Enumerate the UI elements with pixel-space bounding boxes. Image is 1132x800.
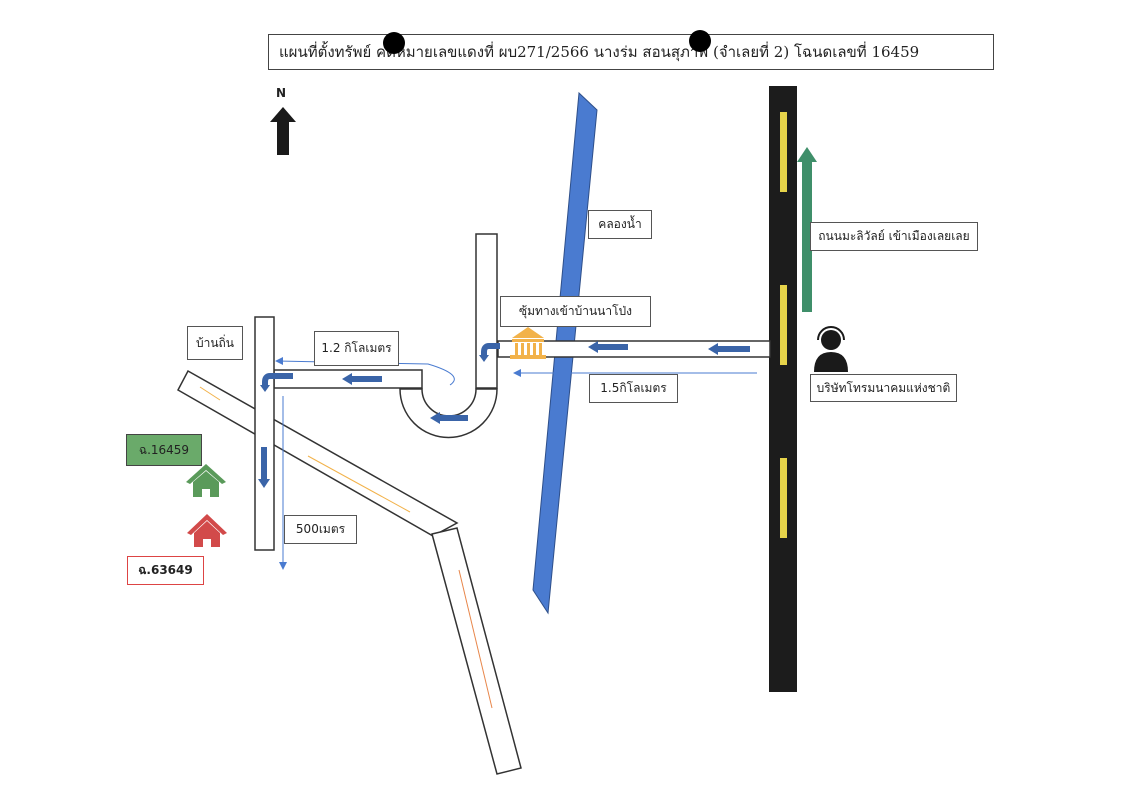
village-vertical-road: [254, 316, 275, 551]
map-title: แผนที่ตั้งทรัพย์ คดีหมายเลขแดงที่ ผบ271/…: [268, 34, 994, 70]
label-canal: คลองน้ำ: [588, 210, 652, 239]
label-main-road: ถนนมะลิวัลย์ เข้าเมืองเลยเลย: [810, 222, 978, 251]
north-arrow-icon: [270, 107, 296, 155]
deed-63649-badge: ฉ.63649: [127, 556, 204, 585]
left-arrow-icon: [430, 412, 468, 424]
label-distance-1-2km: 1.2 กิโลเมตร: [314, 331, 399, 366]
left-arrow-icon: [588, 341, 628, 353]
label-telecom: บริษัทโทรมนาคมแห่งชาติ: [810, 374, 957, 402]
north-label: N: [276, 86, 287, 100]
label-soi-entrance: ซุ้มทางเข้าบ้านนาโป่ง: [500, 296, 651, 327]
headset-operator-icon: [814, 326, 848, 372]
left-arrow-icon: [708, 343, 750, 355]
gate-icon: [510, 327, 546, 359]
redaction-mark: [689, 30, 711, 52]
guide-arrow-1-5km: [513, 369, 757, 377]
lane-marking: [780, 112, 787, 192]
left-arrow-icon: [342, 373, 382, 385]
guide-arrow-500m: [279, 396, 287, 570]
side-road: [475, 233, 498, 389]
label-village: บ้านถิ่น: [187, 326, 243, 360]
u-bend-road: [399, 388, 498, 439]
turn-down-arrow-icon: [479, 343, 500, 362]
lane-marking: [780, 458, 787, 538]
turn-down-arrow-icon: [260, 373, 293, 392]
city-direction-arrow-icon: [797, 147, 817, 312]
guide-arrow-1-2km: [275, 357, 455, 386]
label-distance-1-5km: 1.5กิโลเมตร: [589, 374, 678, 403]
lane-marking: [780, 285, 787, 365]
redaction-mark: [383, 32, 405, 54]
house-green-icon: [186, 464, 226, 497]
label-distance-500m: 500เมตร: [284, 515, 357, 544]
south-road: [431, 527, 522, 775]
deed-16459-badge: ฉ.16459: [126, 434, 202, 466]
house-red-icon: [187, 514, 227, 547]
down-arrow-icon: [258, 447, 270, 488]
